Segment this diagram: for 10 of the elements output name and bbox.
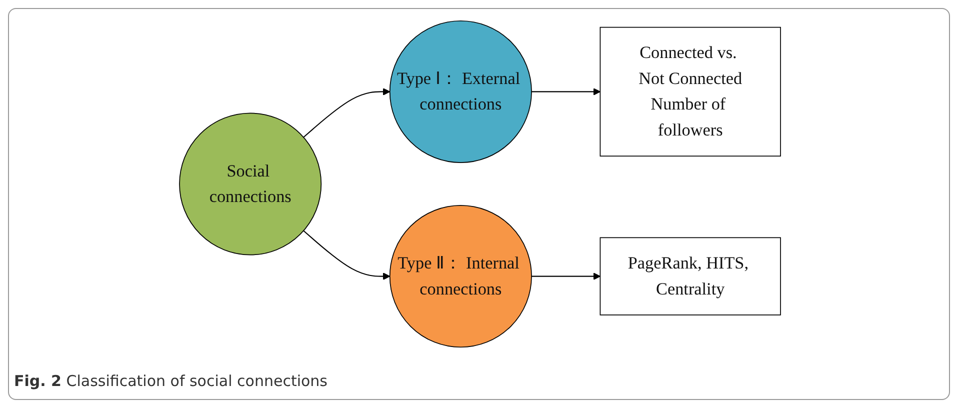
node-circle: Type Ⅰ： External connections: [389, 20, 532, 163]
arrow: [532, 88, 601, 96]
arrow: [303, 88, 390, 138]
arrow: [532, 272, 601, 280]
node-circle: Social connections: [179, 112, 322, 256]
figure-caption: Fig. 2 Classification of social connections: [14, 372, 328, 390]
node-circle: Type Ⅱ： Internal connections: [389, 205, 532, 348]
node-box: PageRank, HITS, Centrality: [600, 237, 781, 316]
node-box: Connected vs. Not Connected Number of followers: [600, 26, 781, 157]
arrow: [303, 230, 390, 280]
